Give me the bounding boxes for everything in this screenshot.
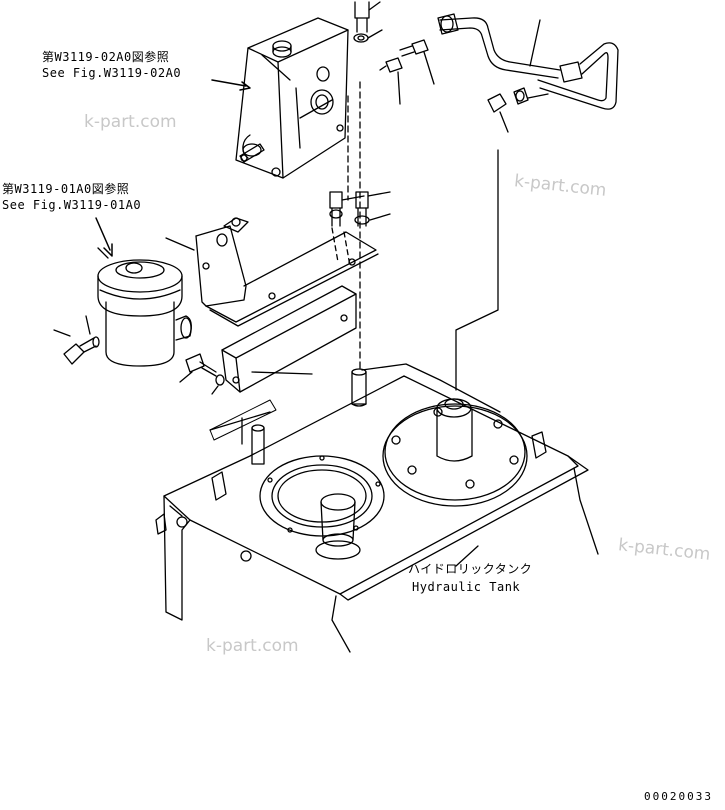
hydraulic-pipe bbox=[437, 13, 619, 391]
drawing-code: 00020033 bbox=[644, 790, 713, 803]
valve-block bbox=[235, 17, 349, 179]
tank-label-en: Hydraulic Tank bbox=[412, 580, 521, 594]
leader-lines bbox=[95, 79, 479, 567]
watermark: k-part.com bbox=[206, 636, 299, 656]
watermark: k-part.com bbox=[84, 112, 177, 132]
top-bolts bbox=[353, 1, 435, 105]
hydraulic-tank bbox=[155, 363, 599, 653]
air-breather bbox=[53, 247, 192, 367]
support-bracket bbox=[179, 285, 357, 395]
ref-label-upper-en: See Fig.W3119-02A0 bbox=[42, 66, 182, 80]
mounting-bracket bbox=[165, 191, 391, 327]
pillar-pipe bbox=[251, 81, 367, 465]
tank-filler-neck bbox=[259, 455, 385, 560]
ref-label-lower-en: See Fig.W3119-01A0 bbox=[2, 198, 142, 212]
ref-label-upper-jp: 第W3119-02A0図参照 bbox=[42, 50, 170, 64]
tank-label-jp: ハイドロリックタンク bbox=[408, 562, 533, 576]
ref-label-lower-jp: 第W3119-01A0図参照 bbox=[2, 182, 130, 196]
tank-cover bbox=[382, 398, 528, 507]
